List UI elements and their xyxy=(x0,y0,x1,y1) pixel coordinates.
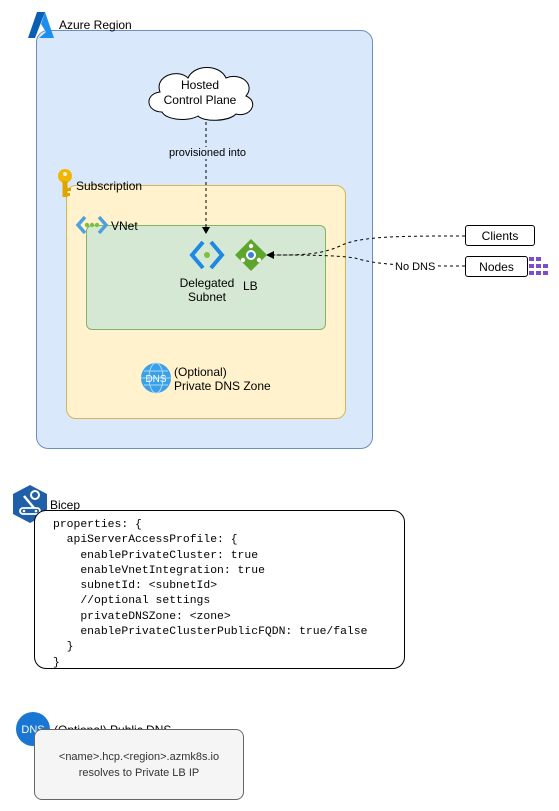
public-dns-line2: resolves to Private LB IP xyxy=(78,766,200,779)
bicep-code-box xyxy=(34,510,405,669)
delegated-subnet-line2: Subnet xyxy=(187,290,227,304)
cloud-line1: Hosted xyxy=(180,78,220,92)
private-dns-line1: (Optional) xyxy=(174,365,227,379)
cloud-shape xyxy=(148,67,254,121)
private-dns-line2: Private DNS Zone xyxy=(174,379,271,393)
code-line: properties: { xyxy=(53,519,142,531)
private-dns-label: (Optional) Private DNS Zone xyxy=(174,365,271,393)
nodes-icon xyxy=(529,257,548,275)
delegated-subnet-line1: Delegated xyxy=(179,276,235,290)
code-line: } xyxy=(53,656,60,669)
vnet-label: VNet xyxy=(111,219,138,233)
no-dns-label: No DNS xyxy=(393,261,438,273)
clients-connector xyxy=(272,235,466,256)
provisioned-into-label: provisioned into xyxy=(167,147,249,159)
code-line: enablePrivateClusterPublicFQDN: true/fal… xyxy=(53,626,368,639)
public-dns-box: <name>.hcp.<region>.azmk8s.io resolves t… xyxy=(34,729,244,800)
bicep-code: properties: { apiServerAccessProfile: { … xyxy=(53,518,367,671)
load-balancer-icon xyxy=(235,239,267,271)
svg-text:DNS: DNS xyxy=(145,374,166,385)
clients-box: Clients xyxy=(465,225,535,246)
vnet-icon xyxy=(75,215,109,235)
vnet-container xyxy=(86,225,326,330)
cloud-line2: Control Plane xyxy=(163,93,237,107)
lb-label: LB xyxy=(243,279,258,293)
code-line: enableVnetIntegration: true xyxy=(53,564,265,577)
clients-label: Clients xyxy=(481,228,519,243)
bicep-label: Bicep xyxy=(50,498,81,512)
code-line: enablePrivateCluster: true xyxy=(53,549,259,562)
code-line: subnetId: <subnetId> xyxy=(53,580,218,593)
code-line: //optional settings xyxy=(53,595,211,608)
nodes-label: Nodes xyxy=(479,259,514,274)
code-line: apiServerAccessProfile: { xyxy=(53,534,238,547)
azure-region-label: Azure Region xyxy=(59,18,132,32)
public-dns-line1: <name>.hcp.<region>.azmk8s.io xyxy=(58,750,220,763)
lb-arrowhead xyxy=(266,251,274,259)
subscription-label: Subscription xyxy=(76,179,143,193)
hosted-control-plane-label: Hosted Control Plane xyxy=(150,78,250,108)
code-line: privateDNSZone: <zone> xyxy=(53,610,231,623)
subnet-icon xyxy=(189,240,225,270)
dns-zone-icon: DNS xyxy=(141,362,171,394)
nodes-box: Nodes xyxy=(465,256,528,277)
code-line: } xyxy=(53,641,74,654)
delegated-subnet-label: Delegated Subnet xyxy=(172,276,242,304)
key-icon xyxy=(58,169,72,197)
provision-arrowhead xyxy=(202,227,210,234)
azure-logo-icon xyxy=(28,12,54,38)
